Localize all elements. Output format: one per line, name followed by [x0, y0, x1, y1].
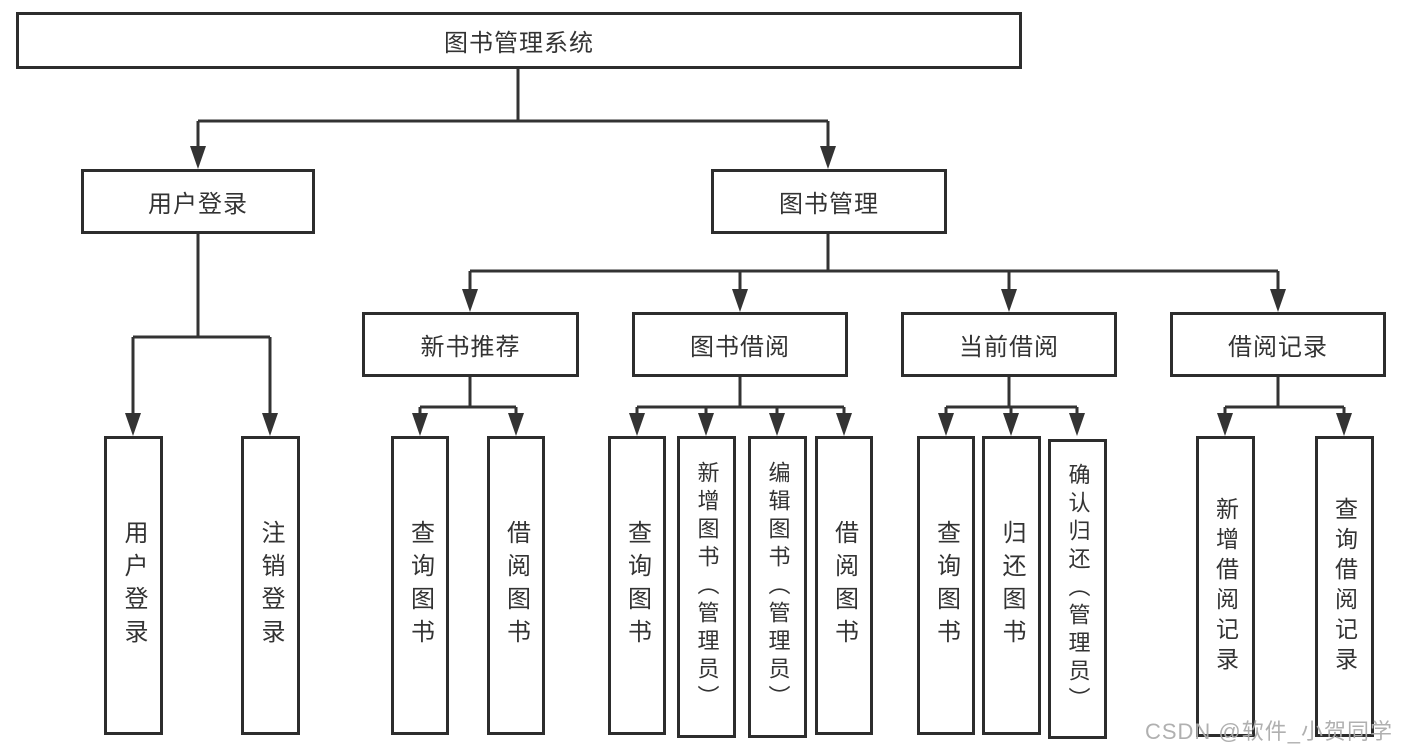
leaf-query-borrow-record-label: 查询借阅记录	[1331, 496, 1358, 677]
node-book-borrowing-label: 图书借阅	[690, 334, 790, 361]
leaf-borrow-books-label: 借阅图书	[830, 519, 858, 652]
connector-group	[131, 69, 1346, 416]
leaf-query-books-current-label: 查询图书	[932, 519, 960, 652]
leaf-return-books-label: 归还图书	[998, 519, 1025, 652]
leaf-query-books-recommend-label: 查询图书	[406, 519, 434, 652]
leaf-borrow-books-recommend: 借阅图书	[487, 436, 545, 735]
node-new-book-recommend-label: 新书推荐	[420, 334, 521, 361]
leaf-logout-label: 注销登录	[257, 519, 284, 652]
leaf-logout: 注销登录	[241, 436, 300, 735]
node-borrowing-records-label: 借阅记录	[1228, 334, 1328, 361]
leaf-query-books-borrowing-label: 查询图书	[623, 519, 651, 652]
node-root-label: 图书管理系统	[444, 30, 594, 57]
node-borrowing-records: 借阅记录	[1170, 312, 1386, 377]
leaf-confirm-return-admin: 确认归还（管理员）	[1048, 439, 1107, 739]
leaf-add-borrow-record-label: 新增借阅记录	[1212, 496, 1239, 677]
node-book-borrowing: 图书借阅	[632, 312, 848, 377]
node-user-login: 用户登录	[81, 169, 315, 234]
leaf-return-books: 归还图书	[982, 436, 1041, 735]
leaf-query-borrow-record: 查询借阅记录	[1315, 436, 1374, 737]
node-new-book-recommend: 新书推荐	[362, 312, 579, 377]
leaf-user-login: 用户登录	[104, 436, 163, 735]
leaf-add-books-admin-label: 新增图书（管理员）	[694, 461, 720, 713]
leaf-confirm-return-admin-label: 确认归还（管理员）	[1065, 463, 1091, 715]
arrowheads	[125, 146, 1352, 436]
leaf-user-login-label: 用户登录	[120, 519, 147, 652]
leaf-query-books-current: 查询图书	[917, 436, 975, 735]
leaf-edit-books-admin-label: 编辑图书（管理员）	[765, 461, 791, 713]
leaf-query-books-borrowing: 查询图书	[608, 436, 666, 735]
node-book-management-label: 图书管理	[779, 191, 879, 218]
node-user-login-label: 用户登录	[148, 191, 248, 218]
leaf-borrow-books: 借阅图书	[815, 436, 873, 735]
node-current-borrowing: 当前借阅	[901, 312, 1117, 377]
node-root: 图书管理系统	[16, 12, 1022, 69]
leaf-borrow-books-recommend-label: 借阅图书	[502, 519, 530, 652]
node-current-borrowing-label: 当前借阅	[959, 334, 1059, 361]
leaf-query-books-recommend: 查询图书	[391, 436, 449, 735]
node-book-management: 图书管理	[711, 169, 947, 234]
leaf-add-books-admin: 新增图书（管理员）	[677, 436, 736, 738]
leaf-add-borrow-record: 新增借阅记录	[1196, 436, 1255, 737]
leaf-edit-books-admin: 编辑图书（管理员）	[748, 436, 807, 738]
csdn-watermark: CSDN @软件_小贺同学	[1144, 719, 1393, 744]
